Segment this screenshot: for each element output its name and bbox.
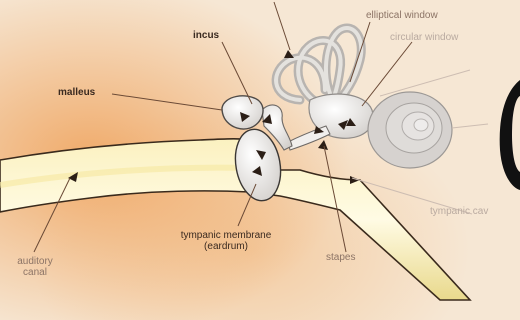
label-auditory-canal-line2: canal <box>6 267 64 278</box>
label-tympanic-membrane: tympanic membrane (eardrum) <box>158 230 294 252</box>
label-incus: incus <box>193 30 219 41</box>
label-tympanic-membrane-line2: (eardrum) <box>158 241 294 252</box>
label-tympanic-membrane-line1: tympanic membrane <box>158 230 294 241</box>
cochlea <box>368 92 452 168</box>
label-auditory-canal: auditory canal <box>6 256 64 278</box>
label-stapes: stapes <box>326 252 355 263</box>
label-circular-window: circular window <box>390 32 458 43</box>
label-auditory-canal-line1: auditory <box>6 256 64 267</box>
partial-letter-shape <box>500 80 520 190</box>
malleus-head-shape <box>222 96 263 129</box>
label-elliptical-window: elliptical window <box>366 10 438 21</box>
label-malleus: malleus <box>58 87 95 98</box>
label-tympanic-cavity: tympanic cav <box>430 206 488 217</box>
